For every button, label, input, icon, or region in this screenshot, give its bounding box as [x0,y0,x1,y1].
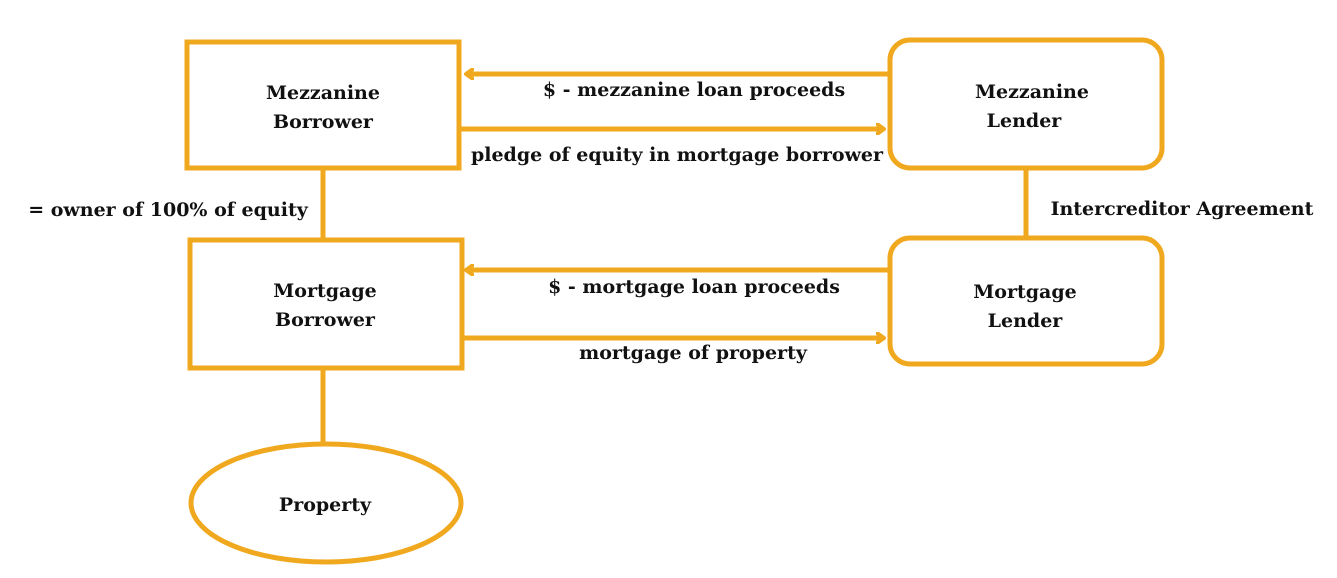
edge-label-mortgage-of-property: mortgage of property [579,342,808,364]
node-mezzanine-borrower: Mezzanine Borrower [184,39,462,171]
node-property: Property [188,441,464,565]
node-mortgage-lender-line1: Mortgage [973,281,1076,303]
node-mortgage-borrower-line1: Mortgage [273,280,376,302]
edge-label-pledge-of-equity: pledge of equity in mortgage borrower [471,144,884,166]
node-property-label: Property [279,494,372,516]
node-mezzanine-borrower-line1: Mezzanine [266,82,380,104]
node-mortgage-borrower: Mortgage Borrower [187,237,465,371]
node-mezzanine-lender-line1: Mezzanine [975,81,1089,103]
node-mezzanine-borrower-line2: Borrower [273,111,374,133]
node-mezzanine-lender-line2: Lender [987,110,1063,132]
node-mortgage-borrower-line2: Borrower [275,309,376,331]
node-mortgage-lender: Mortgage Lender [887,235,1165,367]
node-mezzanine-lender: Mezzanine Lender [887,37,1165,171]
edge-label-intercreditor-agreement: Intercreditor Agreement [1051,198,1314,220]
node-mortgage-lender-line2: Lender [988,310,1064,332]
edge-label-owner-of-equity: = owner of 100% of equity [28,199,309,221]
edge-label-mortgage-loan-proceeds: $ - mortgage loan proceeds [548,276,840,298]
edge-label-mezzanine-loan-proceeds: $ - mezzanine loan proceeds [543,79,845,101]
